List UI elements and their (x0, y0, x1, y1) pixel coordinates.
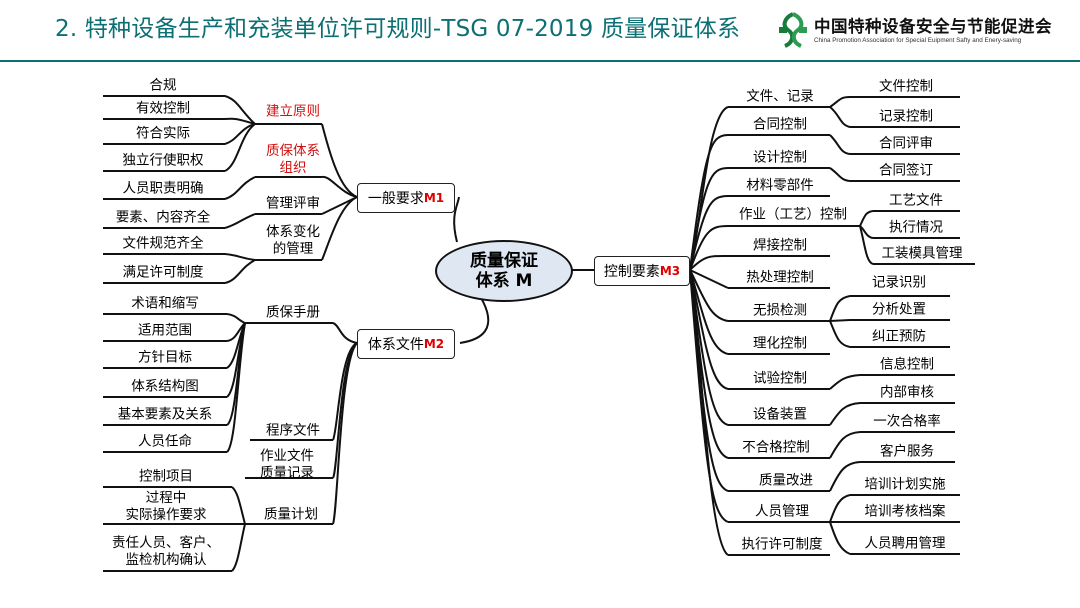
m3-leaf: 工艺文件 (889, 192, 943, 209)
m3-branch-label: 设计控制 (753, 149, 807, 166)
m3-branch-label: 设备装置 (753, 406, 807, 423)
m3-branch-label: 不合格控制 (742, 439, 810, 456)
m3-leaf: 培训考核档案 (864, 503, 946, 520)
m3-leaf: 执行情况 (889, 219, 943, 236)
m3-leaf: 记录控制 (879, 108, 933, 125)
logo-emblem-icon (779, 12, 807, 48)
m3-leaf: 合同签订 (879, 162, 933, 179)
m1-leaf: 人员职责明确 (122, 180, 204, 197)
m2-branch-label: 作业文件 质量记录 (260, 448, 314, 481)
m1-leaf: 合规 (149, 77, 177, 94)
connector-m1-b4 (321, 196, 358, 261)
connector-m1-b1 (321, 123, 358, 198)
m3-leaf: 合同评审 (879, 135, 933, 152)
m3-branch-label: 质量改进 (759, 472, 813, 489)
m1-leaf: 满足许可制度 (122, 264, 204, 281)
m3-branch-label: 热处理控制 (746, 269, 814, 286)
m3-branch-label: 合同控制 (753, 116, 807, 133)
m3-leaf: 记录识别 (872, 274, 926, 291)
m3-branch-label: 理化控制 (753, 335, 807, 352)
m1-mark: M1 (423, 191, 445, 205)
m2-branch-label: 程序文件 (266, 422, 320, 439)
connector-center-m1 (453, 196, 460, 243)
m3-branch-label: 作业（工艺）控制 (739, 206, 847, 223)
logo-subtitle: China Promotion Association for Special … (814, 37, 1022, 44)
center-label-line1: 质量保证 (470, 251, 538, 271)
m3-leaf: 人员聘用管理 (864, 535, 946, 552)
m2-leaf: 适用范围 (138, 322, 192, 339)
m3-branch-label: 无损检测 (753, 302, 807, 319)
m3-leaf: 纠正预防 (872, 328, 926, 345)
m1-leaf: 符合实际 (136, 125, 190, 142)
m2-leaf: 基本要素及关系 (117, 406, 213, 423)
m3-leaf: 客户服务 (880, 443, 934, 460)
m3-leaf: 分析处置 (872, 301, 926, 318)
m2-label: 体系文件 (367, 337, 424, 353)
m2-leaf: 术语和缩写 (131, 295, 199, 312)
m2-branch-label: 质量计划 (264, 506, 318, 523)
m3-label: 控制要素 (603, 264, 660, 280)
m3-mark: M3 (659, 264, 681, 278)
m3-branch-label: 试验控制 (753, 370, 807, 387)
center-node: 质量保证体系 M (435, 240, 573, 302)
m2-leaf: 过程中 实际操作要求 (125, 490, 207, 523)
m1-branch-label: 管理评审 (266, 195, 320, 212)
m3-branch-label: 人员管理 (755, 503, 809, 520)
center-label-line2: 体系 M (475, 271, 533, 291)
m1-leaf: 文件规范齐全 (122, 235, 204, 252)
m1-leaf: 要素、内容齐全 (115, 209, 211, 226)
logo-title: 中国特种设备安全与节能促进会 (814, 17, 1052, 36)
m3-branch-label: 文件、记录 (746, 88, 814, 105)
m2-leaf: 方针目标 (138, 349, 192, 366)
m3-leaf: 内部审核 (880, 384, 934, 401)
header-divider (0, 60, 1080, 62)
m3-branch-label: 焊接控制 (753, 237, 807, 254)
m3-leaf: 培训计划实施 (864, 476, 946, 493)
m1-leaf: 有效控制 (136, 100, 190, 117)
m1-branch-label: 体系变化 的管理 (266, 224, 320, 257)
m3-leaf: 一次合格率 (873, 413, 941, 430)
m2-leaf: 体系结构图 (131, 378, 199, 395)
m1-branch-label: 质保体系 组织 (266, 143, 320, 176)
org-logo: 中国特种设备安全与节能促进会 China Promotion Associati… (776, 10, 1076, 50)
m2-mark: M2 (423, 337, 445, 351)
m1-leaf: 独立行使职权 (122, 152, 204, 169)
m3-branch-label: 材料零部件 (746, 177, 814, 194)
m1-label: 一般要求 (367, 191, 424, 207)
m2-leaf: 责任人员、客户、 监检机构确认 (112, 535, 220, 568)
m2-branch-label: 质保手册 (266, 304, 320, 321)
m1-branch-label: 建立原则 (266, 103, 320, 120)
page-title: 2. 特种设备生产和充装单位许可规则-TSG 07-2019 质量保证体系 (55, 16, 741, 42)
m2-leaf: 人员任命 (138, 433, 192, 450)
m3-leaf: 工装模具管理 (881, 245, 963, 262)
connector-center-m2 (459, 295, 490, 344)
connector-m1-b2 (321, 175, 358, 198)
m3-branch-label: 执行许可制度 (741, 536, 823, 553)
m3-leaf: 信息控制 (880, 356, 934, 373)
m2-leaf: 控制项目 (139, 468, 193, 485)
m3-leaf: 文件控制 (879, 78, 933, 95)
